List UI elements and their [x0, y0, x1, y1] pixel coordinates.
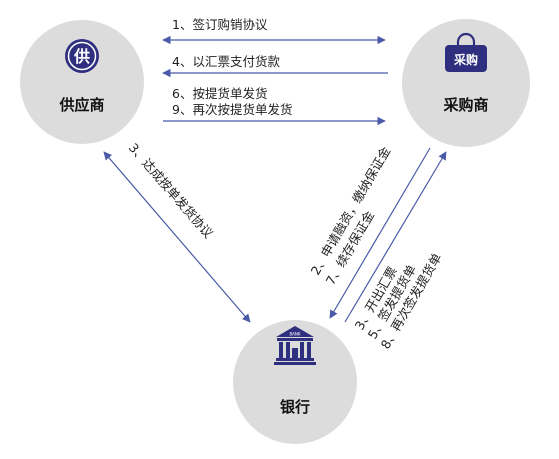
label-flow-1: 1、签订购销协议 — [172, 17, 268, 32]
label-flow-9: 9、再次按提货单发货 — [172, 102, 292, 117]
arrow-supplier-bank — [103, 151, 251, 323]
bank-building-icon: BANK — [274, 326, 316, 365]
bank-circle — [233, 320, 357, 444]
buyer-icon-text: 采购 — [453, 52, 478, 67]
label-flow-3-left: 3、达成按单发货协议 — [126, 140, 217, 241]
shopping-bag-icon: 采购 — [445, 32, 487, 72]
arrow-bank-to-buyer — [344, 151, 447, 323]
buyer-node: 采购 采购商 — [402, 19, 530, 147]
bank-icon-text: BANK — [289, 332, 300, 337]
label-flow-6: 6、按提货单发货 — [172, 86, 267, 101]
bank-label: 银行 — [280, 398, 310, 416]
bank-node: BANK 银行 — [233, 320, 357, 444]
label-flow-4: 4、以汇票支付货款 — [172, 54, 280, 69]
supplier-label: 供应商 — [58, 96, 104, 114]
arrow-buyer-to-bank — [329, 147, 431, 319]
buyer-circle — [402, 19, 530, 147]
supplier-node: 供 供应商 — [20, 20, 144, 144]
supplier-circle — [20, 20, 144, 144]
buyer-label: 采购商 — [442, 96, 488, 114]
supplier-seal-icon: 供 — [65, 39, 99, 73]
supplier-icon-text: 供 — [73, 47, 90, 66]
